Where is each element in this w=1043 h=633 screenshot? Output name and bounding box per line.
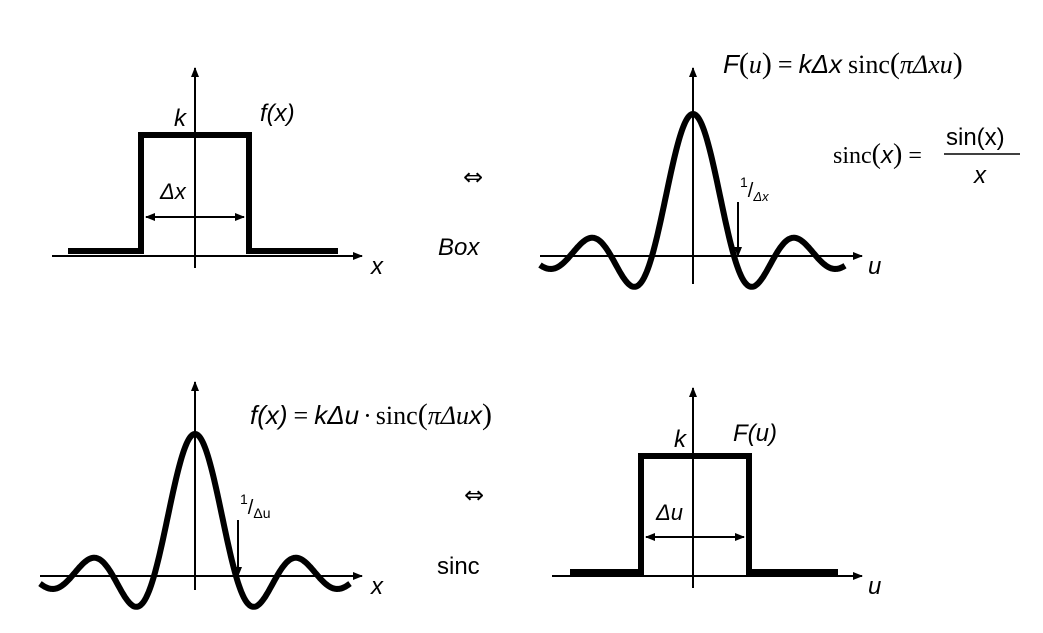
box-function-plot: k f(x) Δx x [52, 67, 384, 280]
svg-text:sinc(x)=: sinc(x)= [833, 139, 922, 170]
equivalence-symbol-bottom: ⇔ [464, 481, 484, 509]
function-label: f(x) [260, 100, 295, 127]
x-axis-label: x [370, 253, 384, 280]
box-curve [68, 132, 338, 254]
sinc-curve [538, 111, 847, 290]
x-axis-label: x [370, 573, 384, 600]
width-label: Δx [159, 179, 187, 204]
sinc-definition: sinc(x)= sin(x) x [833, 124, 1020, 189]
sinc-function-plot: x 1/Δu f(x)=kΔu·sinc(πΔux) [38, 381, 492, 610]
pair-name-box: Box [438, 234, 480, 261]
box-spectrum-plot: k F(u) Δu u [552, 387, 881, 600]
pair-name-sinc: sinc [437, 553, 480, 580]
u-axis-label: u [868, 253, 881, 280]
width-label: Δu [655, 500, 683, 525]
function-label: F(u) [733, 420, 777, 447]
zero-label: 1/Δu [240, 491, 271, 521]
height-label: k [174, 105, 188, 132]
definition-numerator: sin(x) [946, 124, 1005, 151]
box-curve [570, 453, 838, 575]
height-label: k [674, 426, 688, 453]
u-axis-label: u [868, 573, 881, 600]
definition-denominator: x [973, 162, 987, 189]
sinc-curve [38, 431, 352, 610]
equivalence-symbol-top: ⇔ [463, 163, 483, 191]
inverse-transform-equation: f(x)=kΔu·sinc(πΔux) [250, 398, 492, 431]
zero-label: 1/Δx [740, 174, 769, 204]
